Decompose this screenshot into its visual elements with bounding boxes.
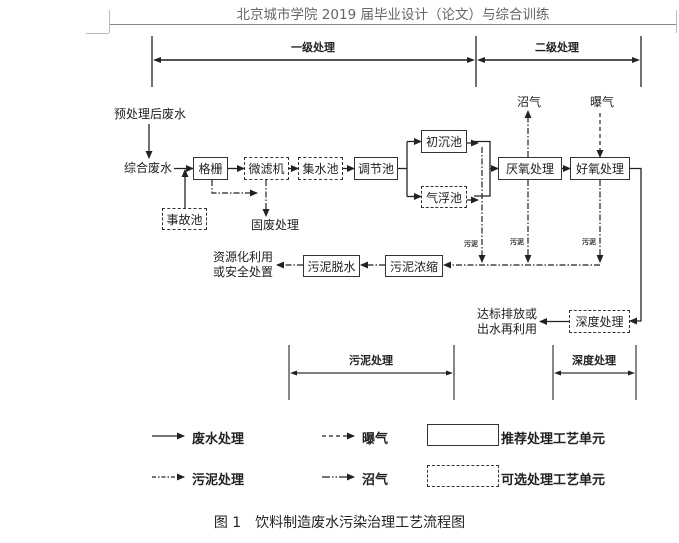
unit-primary-settling-label: 初沉池	[425, 135, 462, 149]
unit-microfilter: 微滤机	[244, 157, 289, 180]
unit-grille-label: 格栅	[198, 162, 223, 176]
sludge-lines	[276, 147, 604, 269]
unit-accident-tank: 事故池	[162, 208, 207, 230]
unit-microfilter-label: 微滤机	[248, 162, 285, 176]
unit-aerobic: 好氧处理	[570, 157, 630, 180]
label-reuse-line1: 资源化利用	[213, 250, 274, 264]
unit-sludge-thickening: 污泥浓缩	[385, 255, 443, 277]
page-header-rule	[86, 10, 677, 34]
label-combined-wastewater: 综合废水	[124, 161, 173, 175]
legend-recommended-unit: 推荐处理工艺单元	[501, 432, 606, 447]
label-discharge-line1: 达标排放或	[477, 307, 538, 321]
unit-collection-tank: 集水池	[298, 157, 343, 180]
unit-sludge-dewatering-label: 污泥脱水	[307, 259, 356, 274]
label-sludge-tag: 污泥	[464, 240, 478, 248]
label-biogas: 沼气	[517, 95, 542, 109]
legend-line-samples	[152, 432, 355, 481]
unit-anaerobic-label: 厌氧处理	[505, 162, 554, 176]
legend-optional-box	[427, 465, 499, 487]
stage-label-primary: 一级处理	[291, 41, 335, 54]
unit-anaerobic: 厌氧处理	[498, 157, 562, 180]
label-sludge-tag: 污泥	[582, 238, 596, 246]
page-header-title: 北京城市学院 2019 届毕业设计（论文）与综合训练	[236, 7, 550, 23]
legend-sludge: 污泥处理	[192, 473, 245, 488]
stage-bracket-primary-secondary	[151, 36, 642, 87]
stage-label-sludge: 污泥处理	[349, 354, 393, 367]
legend-wastewater: 废水处理	[192, 432, 245, 447]
tank-outlet-stubs	[467, 139, 479, 204]
unit-grille: 格栅	[193, 157, 228, 180]
legend-biogas: 沼气	[362, 473, 389, 488]
unit-sludge-dewatering: 污泥脱水	[303, 255, 360, 277]
legend-aeration: 曝气	[362, 432, 389, 447]
legend-optional-unit: 可选处理工艺单元	[501, 473, 606, 488]
figure-caption: 图 1 饮料制造废水污染治理工艺流程图	[213, 515, 466, 531]
stage-label-advanced: 深度处理	[572, 354, 616, 367]
unit-air-flotation: 气浮池	[421, 186, 467, 208]
unit-primary-settling: 初沉池	[421, 130, 467, 153]
label-sludge-tag: 污泥	[510, 238, 524, 246]
solid-waste-lines	[211, 180, 270, 217]
stage-bracket-sludge-advanced	[288, 345, 637, 400]
label-discharge-line2: 出水再利用	[477, 322, 538, 336]
unit-advanced-treatment: 深度处理	[569, 310, 630, 333]
label-reuse-line2: 或安全处置	[213, 265, 274, 279]
unit-equalization-tank: 调节池	[354, 157, 398, 180]
stage-label-secondary: 二级处理	[535, 41, 579, 54]
unit-aerobic-label: 好氧处理	[575, 162, 624, 176]
unit-equalization-tank-label: 调节池	[357, 162, 394, 176]
label-pretreated-wastewater: 预处理后废水	[114, 107, 187, 121]
unit-sludge-thickening-label: 污泥浓缩	[389, 259, 438, 274]
unit-collection-tank-label: 集水池	[302, 162, 339, 176]
wastewater-flow-lines	[145, 124, 642, 325]
label-solid-waste: 固废处理	[251, 218, 300, 232]
unit-air-flotation-label: 气浮池	[425, 190, 462, 205]
label-aeration: 曝气	[590, 95, 615, 109]
unit-accident-tank-label: 事故池	[166, 212, 203, 227]
unit-advanced-treatment-label: 深度处理	[575, 315, 624, 329]
legend-recommended-box	[427, 424, 499, 446]
